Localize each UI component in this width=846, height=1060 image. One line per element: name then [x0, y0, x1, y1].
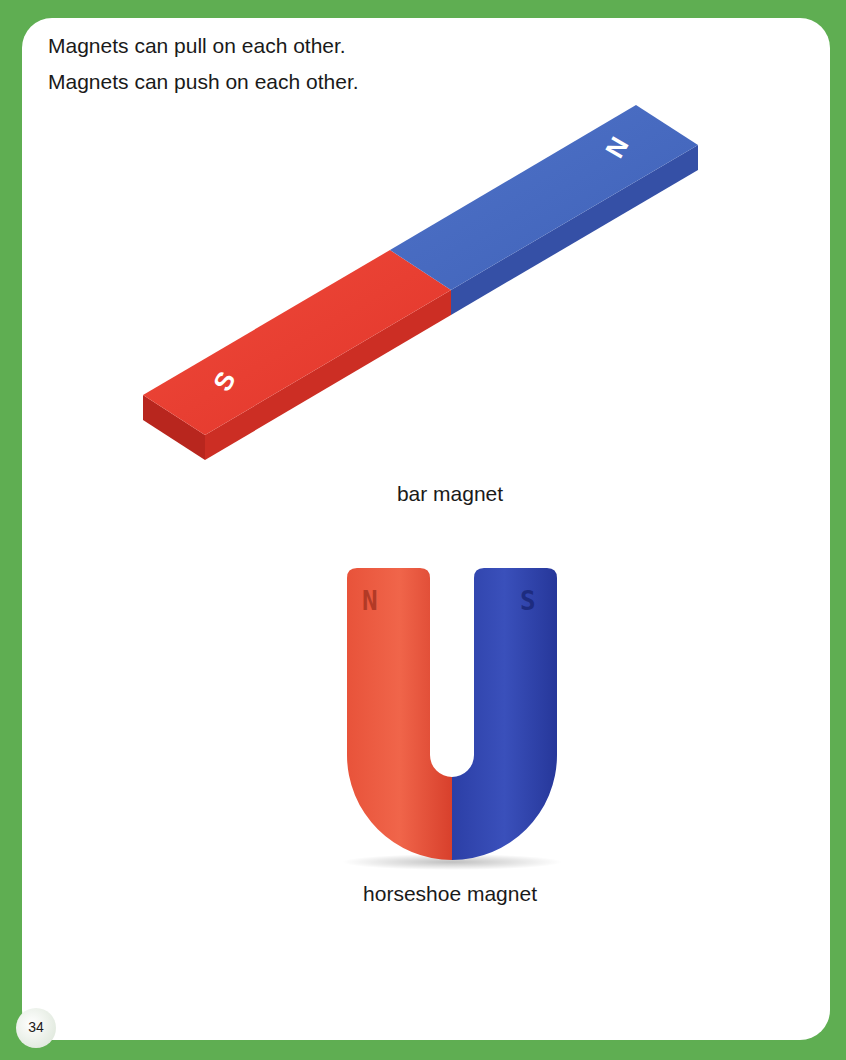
page-panel [22, 18, 830, 1040]
caption-text: bar magnet [397, 482, 503, 506]
horseshoe-magnet [342, 568, 562, 870]
caption-text: horseshoe magnet [363, 882, 537, 906]
page-number-badge [16, 1008, 56, 1048]
pole-letter: N [362, 586, 378, 616]
page-number: 34 [28, 1019, 44, 1035]
body-text: Magnets can pull on each other. [48, 34, 346, 58]
body-text: Magnets can push on each other. [48, 70, 359, 94]
bar-magnet [143, 105, 698, 460]
pole-letter: S [520, 586, 536, 616]
